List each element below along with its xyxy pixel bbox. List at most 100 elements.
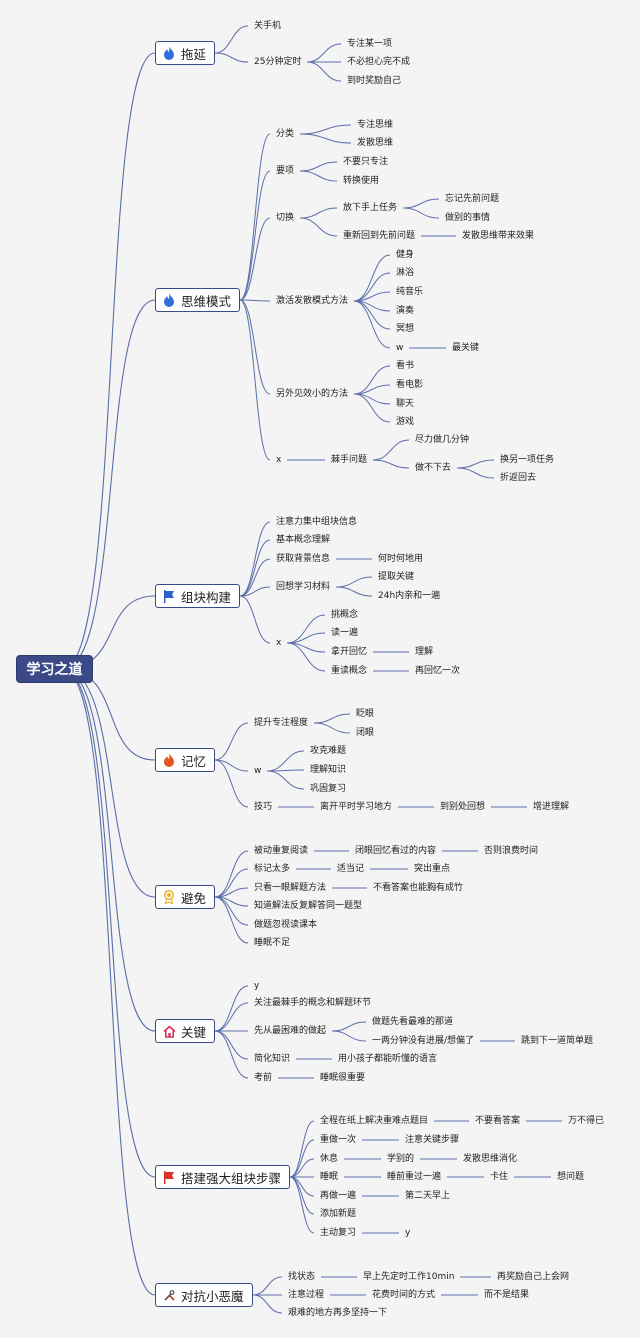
map-node[interactable]: x [276,638,282,648]
map-node[interactable]: 提升专注程度 [254,718,309,728]
map-node[interactable]: 不要看答案 [475,1116,521,1126]
map-node[interactable]: 知道解法反复解答同一题型 [254,901,363,911]
map-node[interactable]: y [405,1228,411,1238]
map-node[interactable]: 做题先看最难的那道 [372,1017,454,1027]
root-topic[interactable]: 学习之道 [16,655,93,683]
map-node[interactable]: 发散思维 [357,138,394,148]
map-node[interactable]: 再回忆一次 [415,666,461,676]
map-node[interactable]: 做不下去 [415,463,452,473]
map-node[interactable]: 找状态 [288,1272,316,1282]
map-node[interactable]: 再奖励自己上会网 [497,1272,570,1282]
map-node[interactable]: 折返回去 [500,473,537,483]
map-node[interactable]: 卡住 [490,1172,509,1182]
map-node[interactable]: 再做一遍 [320,1191,357,1201]
map-node[interactable]: 做题忽视读课本 [254,920,318,930]
map-node[interactable]: 提取关键 [378,572,415,582]
map-node[interactable]: 何时何地用 [378,554,424,564]
map-node[interactable]: 获取背景信息 [276,554,331,564]
map-node[interactable]: 看书 [396,361,415,371]
map-node[interactable]: 一两分钟没有进展/想偏了 [372,1036,475,1046]
map-node[interactable]: 换另一项任务 [500,455,555,465]
branch-topic-5[interactable]: 避免 [155,885,216,909]
map-node[interactable]: 重读概念 [331,666,368,676]
map-node[interactable]: 演奏 [396,306,415,316]
map-node[interactable]: 闭眼 [356,728,375,738]
map-node[interactable]: 重做一次 [320,1135,357,1145]
map-node[interactable]: 用小孩子都能听懂的语言 [338,1054,438,1064]
map-node[interactable]: 关注最棘手的概念和解题环节 [254,998,372,1008]
map-node[interactable]: 注意过程 [288,1290,325,1300]
branch-topic-8[interactable]: 对抗小恶魔 [155,1283,253,1307]
map-node[interactable]: 增进理解 [533,802,570,812]
branch-topic-2[interactable]: 思维模式 [155,288,241,312]
map-node[interactable]: 巩固复习 [310,784,347,794]
map-node[interactable]: 健身 [396,250,415,260]
map-node[interactable]: 早上先定时工作10min [363,1272,455,1282]
map-node[interactable]: 冥想 [396,324,415,334]
map-node[interactable]: 添加新题 [320,1209,357,1219]
map-node[interactable]: 被动重复阅读 [254,846,309,856]
map-node[interactable]: 简化知识 [254,1054,291,1064]
map-node[interactable]: 到别处回想 [440,802,486,812]
map-node[interactable]: 棘手问题 [331,455,368,465]
map-node[interactable]: 闭眼回忆看过的内容 [355,846,437,856]
map-node[interactable]: 聊天 [396,399,415,409]
map-node[interactable]: 重新回到先前问题 [343,231,416,241]
map-node[interactable]: 艰难的地方再多坚持一下 [288,1308,388,1318]
map-node[interactable]: 理解 [415,647,434,657]
map-node[interactable]: 要项 [276,166,295,176]
map-node[interactable]: w [396,343,404,353]
map-node[interactable]: 放下手上任务 [343,203,398,213]
map-node[interactable]: x [276,455,282,465]
map-node[interactable]: 不要只专注 [343,157,389,167]
map-node[interactable]: 游戏 [396,417,415,427]
map-node[interactable]: 读一遍 [331,628,359,638]
map-node[interactable]: 淋浴 [396,268,415,278]
map-node[interactable]: 标记太多 [254,864,291,874]
map-node[interactable]: 睡前重过一遍 [387,1172,442,1182]
map-node[interactable]: 纯音乐 [396,287,424,297]
map-node[interactable]: 只看一眼解题方法 [254,883,327,893]
map-node[interactable]: w [254,766,262,776]
map-node[interactable]: 切换 [276,213,295,223]
map-node[interactable]: 睡眠不足 [254,938,291,948]
map-node[interactable]: 万不得已 [568,1116,605,1126]
map-node[interactable]: 想问题 [557,1172,585,1182]
map-node[interactable]: 先从最困难的做起 [254,1026,327,1036]
map-node[interactable]: 专注某一项 [347,39,393,49]
map-node[interactable]: 注意力集中组块信息 [276,517,358,527]
map-node[interactable]: 到时奖励自己 [347,76,402,86]
map-node[interactable]: 回想学习材料 [276,582,331,592]
map-node[interactable]: 主动复习 [320,1228,357,1238]
map-node[interactable]: 看电影 [396,380,424,390]
branch-topic-6[interactable]: 关键 [155,1019,216,1043]
map-node[interactable]: 跳到下一道简单题 [521,1036,594,1046]
map-node[interactable]: 发散思维带来效果 [462,231,535,241]
map-node[interactable]: 而不是结果 [484,1290,530,1300]
map-node[interactable]: 分类 [276,129,295,139]
map-node[interactable]: 专注思维 [357,120,394,130]
map-node[interactable]: 适当记 [337,864,365,874]
map-node[interactable]: 理解知识 [310,765,347,775]
map-node[interactable]: 发散思维消化 [463,1154,518,1164]
map-node[interactable]: 不必担心完不成 [347,57,411,67]
map-node[interactable]: 24h内亲和一遍 [378,591,441,601]
map-node[interactable]: y [254,981,260,991]
map-node[interactable]: 花费时间的方式 [372,1290,436,1300]
map-node[interactable]: 学别的 [387,1154,415,1164]
branch-topic-1[interactable]: 拖延 [155,41,216,65]
map-node[interactable]: 尽力做几分钟 [415,435,470,445]
map-node[interactable]: 第二天早上 [405,1191,451,1201]
map-node[interactable]: 基本概念理解 [276,535,331,545]
map-node[interactable]: 激活发散模式方法 [276,296,349,306]
map-node[interactable]: 忘记先前问题 [445,194,500,204]
map-node[interactable]: 拿开回忆 [331,647,368,657]
map-node[interactable]: 注意关键步骤 [405,1135,460,1145]
map-node[interactable]: 最关键 [452,343,480,353]
map-node[interactable]: 全程在纸上解决重难点题目 [320,1116,429,1126]
branch-topic-7[interactable]: 搭建强大组块步骤 [155,1165,291,1189]
branch-topic-4[interactable]: 记忆 [155,748,216,772]
map-node[interactable]: 睡眠 [320,1172,339,1182]
map-node[interactable]: 休息 [320,1154,339,1164]
map-node[interactable]: 离开平时学习地方 [320,802,393,812]
